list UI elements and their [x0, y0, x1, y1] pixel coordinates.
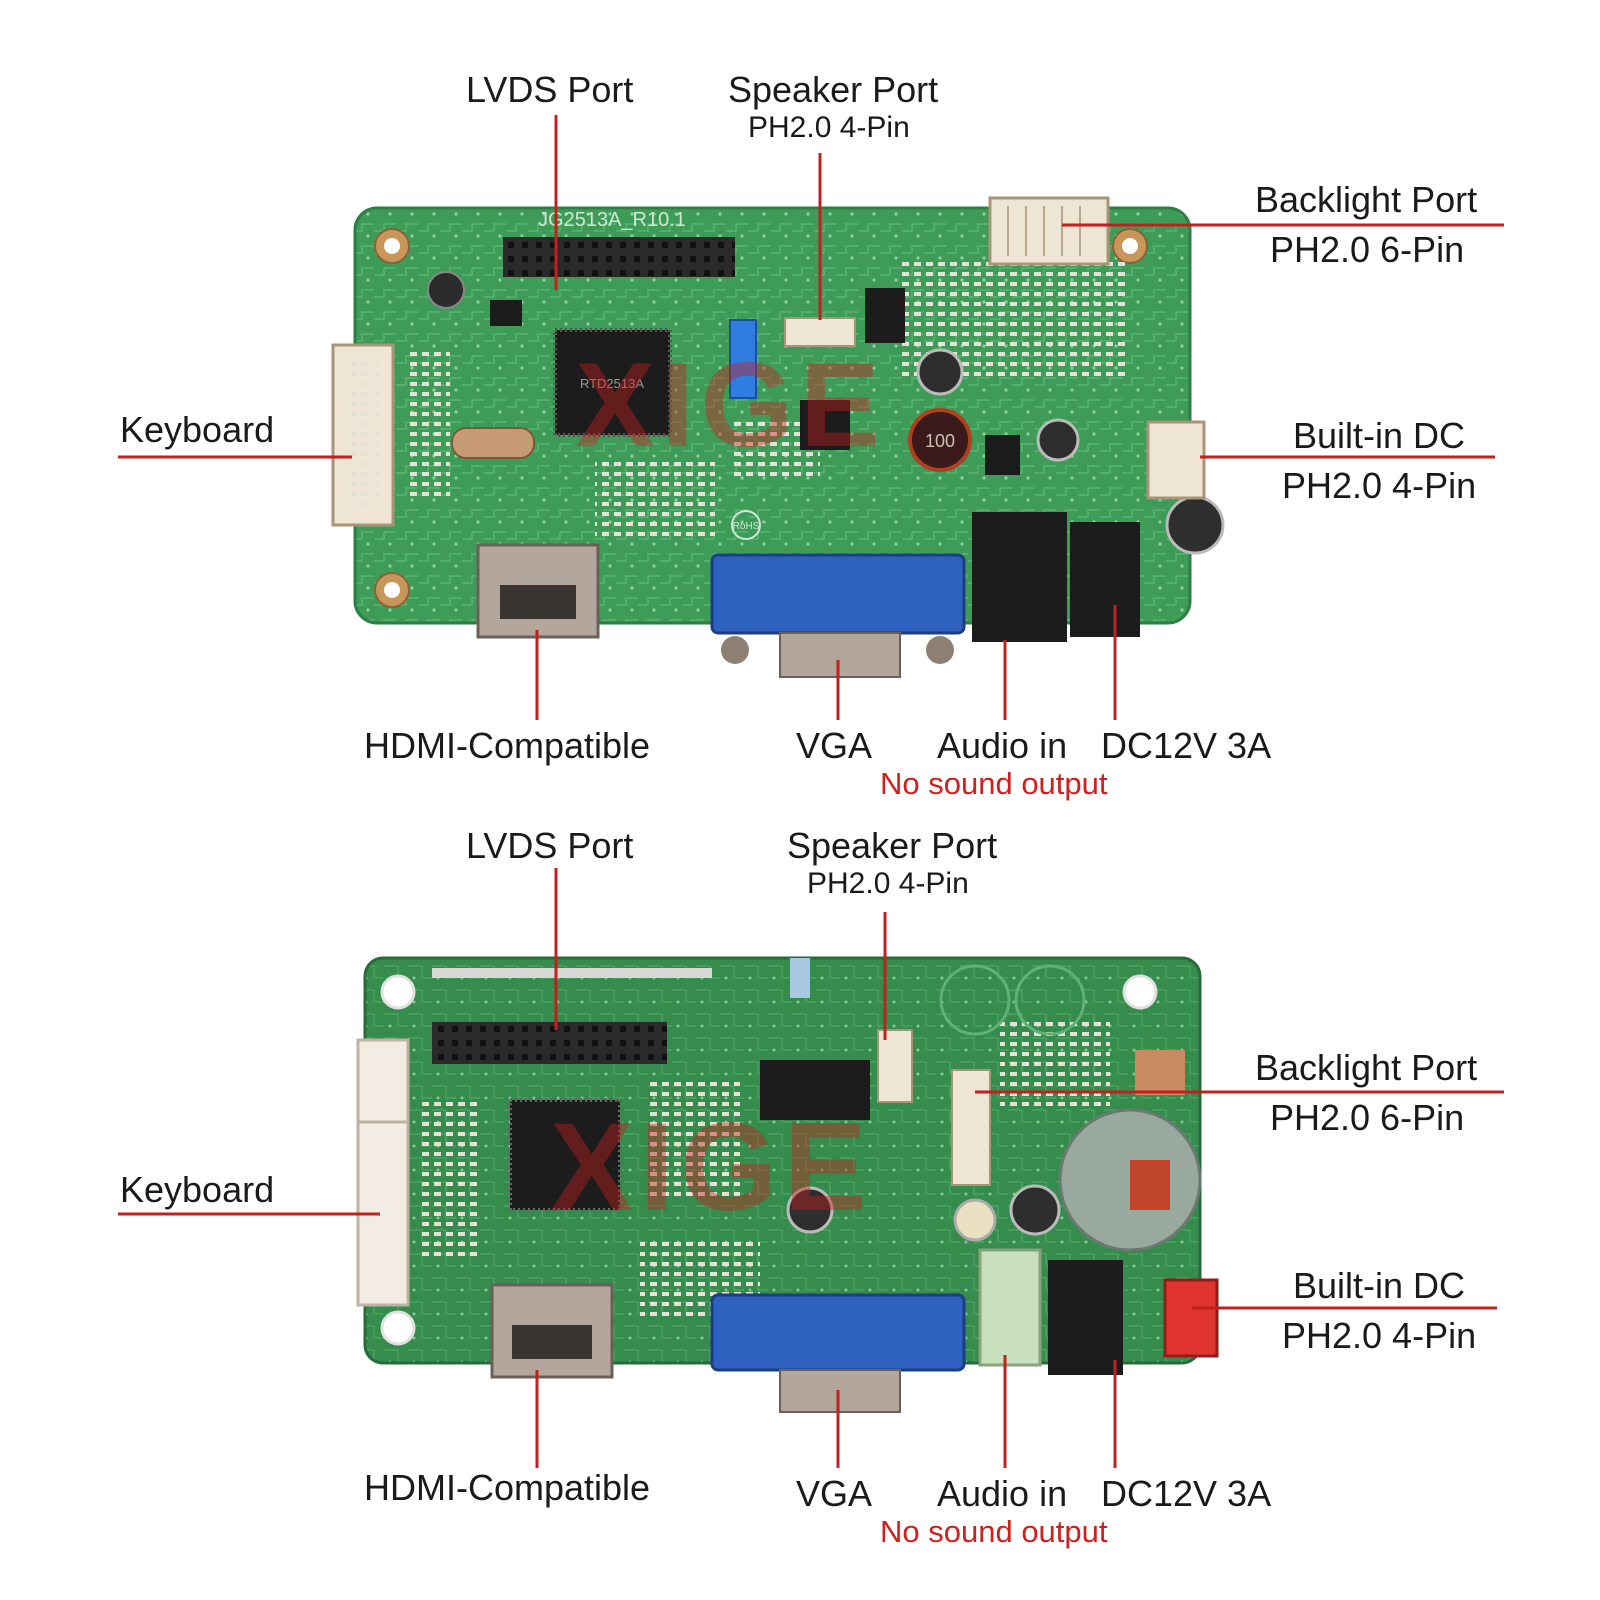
dc-jack-bottom — [1048, 1260, 1123, 1375]
label-audio-in-top: Audio in — [937, 725, 1068, 766]
label-builtin-dc-pin-bottom: PH2.0 4-Pin — [1282, 1315, 1477, 1356]
label-vga-bottom: VGA — [796, 1473, 873, 1514]
board-top: RTD2513A JG2513A_R10.1 — [331, 196, 1225, 678]
blue-connector-top — [729, 319, 757, 399]
builtin-dc-connector-top — [1146, 420, 1206, 500]
label-lvds-port-top: LVDS Port — [466, 69, 634, 110]
mount-holes-bottom — [380, 974, 1158, 1346]
label-speaker-port-bottom: Speaker Port — [787, 825, 998, 866]
backlight-connector-top — [988, 196, 1110, 266]
watermark-bottom: XIGE — [550, 1098, 873, 1237]
builtin-dc-connector-bottom — [1163, 1278, 1219, 1358]
rohs-mark-top: RoHS — [733, 521, 760, 532]
label-lvds-port-bottom: LVDS Port — [466, 825, 634, 866]
label-backlight-port-bottom: Backlight Port — [1255, 1047, 1478, 1088]
label-speaker-port-top: Speaker Port — [728, 69, 939, 110]
label-backlight-pin-top: PH2.0 6-Pin — [1270, 229, 1465, 270]
label-backlight-pin-bottom: PH2.0 6-Pin — [1270, 1097, 1465, 1138]
vga-connector-bottom — [710, 1293, 966, 1372]
crystal-top — [451, 427, 535, 459]
inductor-top — [908, 408, 972, 472]
speaker-connector-bottom — [877, 1029, 913, 1103]
label-no-sound-bottom: No sound output — [880, 1514, 1108, 1549]
board-bottom — [356, 956, 1219, 1413]
label-speaker-pin-bottom: PH2.0 4-Pin — [807, 867, 969, 900]
keyboard-connector-bottom — [356, 1038, 410, 1307]
scaler-chip-top — [553, 328, 672, 437]
label-dc12v-bottom: DC12V 3A — [1101, 1473, 1272, 1514]
label-hdmi-top: HDMI-Compatible — [364, 725, 651, 766]
watermark-top: XIGE — [575, 338, 886, 472]
label-hdmi-bottom: HDMI-Compatible — [364, 1467, 651, 1508]
label-audio-in-bottom: Audio in — [937, 1473, 1068, 1514]
lvds-header-bottom — [432, 1022, 667, 1064]
audio-jack-bottom — [978, 1248, 1042, 1367]
label-dc12v-top: DC12V 3A — [1101, 725, 1272, 766]
backlight-connector-bottom — [951, 1069, 991, 1186]
dc-jack-top — [1070, 522, 1140, 637]
board-print-top: JG2513A_R10.1 — [538, 209, 686, 231]
label-keyboard-top: Keyboard — [120, 409, 275, 450]
label-vga-top: VGA — [796, 725, 873, 766]
label-builtin-dc-top: Built-in DC — [1293, 415, 1466, 456]
chip-print-top: RTD2513A — [580, 376, 644, 391]
label-builtin-dc-bottom: Built-in DC — [1293, 1265, 1466, 1306]
lvds-header-top — [503, 237, 735, 277]
audio-jack-top — [972, 512, 1067, 642]
label-no-sound-top: No sound output — [880, 766, 1108, 801]
label-builtin-dc-pin-top: PH2.0 4-Pin — [1282, 465, 1477, 506]
label-backlight-port-top: Backlight Port — [1255, 179, 1478, 220]
label-speaker-pin-top: PH2.0 4-Pin — [748, 111, 910, 144]
vga-connector-top — [710, 553, 966, 635]
label-keyboard-bottom: Keyboard — [120, 1169, 275, 1210]
scaler-chip-bottom — [508, 1098, 622, 1212]
leader-lines — [118, 115, 1504, 1468]
inductor-print-top: 100 — [925, 431, 955, 451]
